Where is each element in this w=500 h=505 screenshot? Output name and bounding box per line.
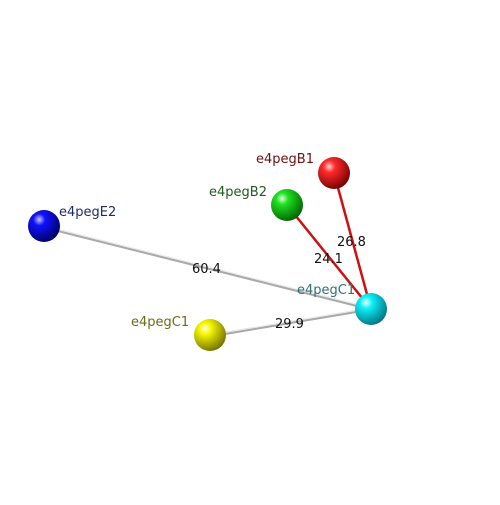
atom-e4pegC1-yellow-sphere[interactable]: [194, 319, 226, 351]
distance-labels: 26.8 24.1 60.4 29.9: [192, 235, 366, 332]
atom-label-e4pegC1-cyan: e4pegC1: [297, 283, 355, 298]
distance-lines: [43, 172, 373, 338]
atom-e4pegE2-sphere[interactable]: [28, 210, 60, 242]
atom-label-e4pegB1: e4pegB1: [256, 152, 314, 167]
distance-line-e4pegB2-e4pegC1: [286, 204, 372, 310]
distance-line-e4pegB1-e4pegC1: [332, 172, 373, 310]
distance-label-e4pegE2-e4pegC1: 60.4: [192, 262, 221, 277]
distance-label-e4pegC1-yellow-e4pegC1: 29.9: [275, 317, 304, 332]
distance-label-e4pegB1-e4pegC1: 26.8: [337, 235, 366, 250]
distance-line-e4pegE2-e4pegC1: [43, 225, 372, 311]
atom-label-e4pegB2: e4pegB2: [209, 185, 267, 200]
atom-spheres: [28, 157, 387, 351]
atom-e4pegB2-sphere[interactable]: [271, 189, 303, 221]
atom-e4pegB1-sphere[interactable]: [318, 157, 350, 189]
distance-label-e4pegB2-e4pegC1: 24.1: [314, 252, 343, 267]
distance-line-highlight: [43, 225, 372, 309]
atom-e4pegC1-cyan-sphere[interactable]: [355, 293, 387, 325]
atom-label-e4pegE2: e4pegE2: [59, 205, 116, 220]
distance-line-highlight: [209, 307, 372, 336]
atom-label-e4pegC1-yellow: e4pegC1: [131, 315, 189, 330]
distance-line-e4pegC1-yellow-e4pegC1: [209, 307, 372, 338]
atom-labels: e4pegB1 e4pegB2 e4pegE2 e4pegC1 e4pegC1: [59, 152, 355, 330]
